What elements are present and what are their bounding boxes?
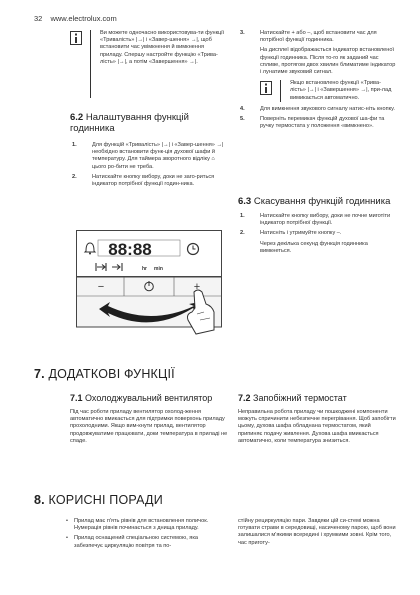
section-6-2: 6.2 Налаштування функцій годинника 1. Дл… bbox=[70, 112, 228, 191]
tip-bullet-1: Прилад має п'ять рівнів для встановлення… bbox=[64, 518, 228, 532]
section-7-2-heading: 7.2 Запобіжний термостат bbox=[238, 393, 347, 403]
cancel-step-1: 1. Натискайте кнопку вибору, доки не поч… bbox=[240, 213, 391, 227]
info-icon bbox=[70, 31, 82, 45]
section-7-1-heading: 7.1 Охолоджувальний вентилятор bbox=[70, 393, 213, 403]
right-column-top: 3. Натискайте + або –, щоб встановити ча… bbox=[238, 30, 396, 133]
step-5: 5. Поверніть перемикач функцій духової ш… bbox=[240, 116, 385, 130]
oven-display-panel: 88:88 hr min − + bbox=[76, 230, 222, 335]
section-7-2-text: Неправильна робота приладу чи пошкоджені… bbox=[238, 409, 396, 444]
info-text: Ви можете одночасно використовува-ти фун… bbox=[100, 30, 225, 65]
left-column-top: Ви можете одночасно використовува-ти фун… bbox=[70, 30, 228, 98]
info-box-left: Ви можете одночасно використовува-ти фун… bbox=[70, 30, 228, 98]
section-8-heading: 8. КОРИСНІ ПОРАДИ bbox=[34, 493, 163, 507]
info-box-right: Якщо встановлено функції «Трива-лість» |… bbox=[260, 80, 396, 103]
step-3: 3. Натискайте + або –, щоб встановити ча… bbox=[240, 30, 377, 44]
section-7-heading: 7. ДОДАТКОВІ ФУНКЦІЇ bbox=[34, 367, 175, 381]
cancel-step-2: 2. Натисніть і утримуйте кнопку –. bbox=[240, 230, 342, 237]
section-8-right: стійну рециркуляцію пари. Завдяки цій си… bbox=[238, 518, 396, 547]
cancel-note: Через декілька секунд функція годинника … bbox=[260, 240, 368, 254]
website: www.electrolux.com bbox=[50, 14, 117, 23]
info-text: Якщо встановлено функції «Трива-лість» |… bbox=[290, 80, 392, 101]
hand-icon bbox=[187, 289, 215, 335]
section-7-1-text: Під час роботи приладу вентилятор охолод… bbox=[70, 409, 228, 444]
tip-bullet-2: Прилад оснащений спеціальною системою, я… bbox=[64, 535, 228, 549]
section-7-1: 7.1 Охолоджувальний вентилятор Під час р… bbox=[70, 393, 228, 445]
tip-continuation: стійну рециркуляцію пари. Завдяки цій си… bbox=[238, 518, 396, 546]
step-4: 4. Для вимкнення звукового сигналу натис… bbox=[240, 105, 395, 112]
digits-display: 88:88 bbox=[108, 240, 151, 259]
section-8-left: Прилад має п'ять рівнів для встановлення… bbox=[64, 518, 228, 553]
clock-icon bbox=[186, 242, 200, 256]
digit-area bbox=[97, 239, 181, 257]
info-divider bbox=[280, 80, 281, 103]
minus-button[interactable]: − bbox=[98, 281, 104, 293]
info-icon bbox=[260, 81, 272, 96]
hr-label: hr bbox=[142, 266, 147, 272]
section-6-3: 6.3 Скасування функцій годинника 1. Нати… bbox=[238, 196, 396, 255]
end-time-icon bbox=[112, 263, 123, 271]
plus-button[interactable]: + bbox=[194, 281, 200, 293]
page-number: 32 bbox=[34, 14, 43, 23]
section-6-2-heading: 6.2 Налаштування функцій годинника bbox=[70, 112, 189, 134]
min-label: min bbox=[154, 266, 163, 272]
rotate-arrow-icon bbox=[99, 302, 200, 323]
select-button[interactable] bbox=[144, 281, 154, 292]
duration-icon bbox=[95, 263, 107, 271]
info-divider bbox=[90, 30, 91, 98]
step-3-note: На дисплеї відображається індикатор вста… bbox=[260, 47, 396, 76]
step-2: 2. Натискайте кнопку вибору, доки не заг… bbox=[72, 173, 215, 188]
bell-icon bbox=[83, 242, 97, 255]
section-7-2: 7.2 Запобіжний термостат Неправильна роб… bbox=[238, 393, 396, 445]
step-1: 1. Для функцій «Тривалість» |→| і «Завер… bbox=[72, 142, 224, 170]
page-header: 32 www.electrolux.com bbox=[34, 14, 117, 23]
section-6-3-heading: 6.3 Скасування функцій годинника bbox=[238, 196, 391, 207]
